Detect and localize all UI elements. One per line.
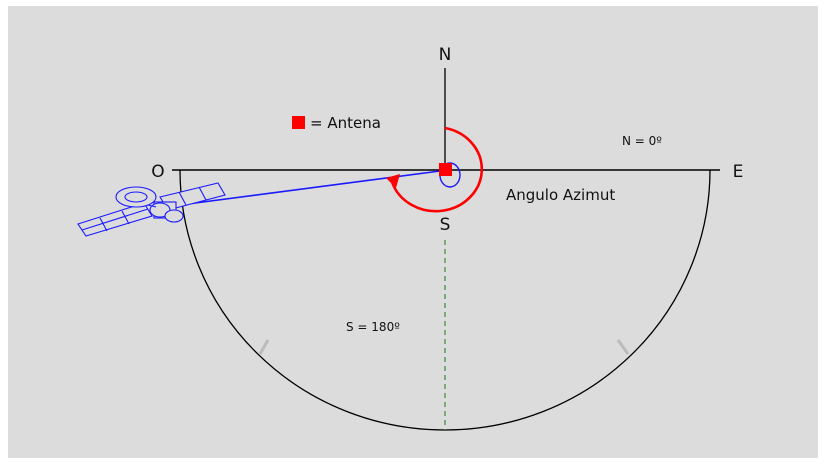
- antenna-legend-label: = Antena: [310, 114, 381, 132]
- diagram-panel: N S E O N = 0º S = 180º = Antena: [8, 6, 818, 458]
- south-label: S: [440, 215, 451, 235]
- antenna-marker: [439, 163, 452, 176]
- north-value-label: N = 0º: [622, 134, 662, 148]
- antenna-legend-marker: [292, 116, 305, 129]
- semicircle-tick-left: [258, 339, 270, 355]
- west-label: O: [151, 162, 164, 182]
- north-label: N: [439, 45, 452, 65]
- azimuth-arc: [390, 126, 484, 213]
- azimuth-angle-label: Angulo Azimut: [506, 186, 615, 204]
- south-value-label: S = 180º: [346, 320, 400, 334]
- azimuth-arc-arrowhead: [386, 174, 400, 188]
- semicircle-tick-right: [616, 339, 630, 355]
- satellite-icon: [77, 182, 226, 237]
- azimuth-diagram: N S E O N = 0º S = 180º = Antena: [77, 45, 744, 431]
- east-label: E: [733, 162, 744, 182]
